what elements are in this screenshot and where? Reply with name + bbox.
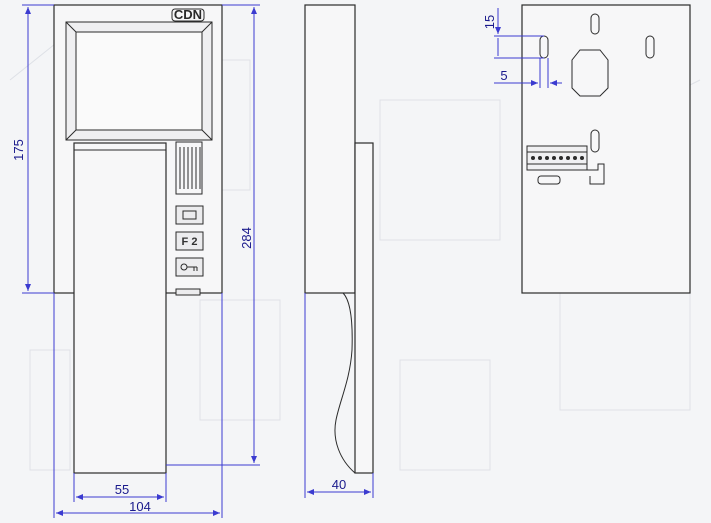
side-view <box>304 4 374 474</box>
latch <box>175 288 201 296</box>
key-icon <box>180 263 198 271</box>
side-housing <box>304 4 356 294</box>
mount-slot-right <box>645 35 655 59</box>
cable-opening <box>571 49 609 97</box>
button-door-open[interactable] <box>175 257 204 277</box>
handset <box>73 142 167 474</box>
rear-view <box>521 4 691 294</box>
screen <box>75 31 203 131</box>
logo-text: CDN <box>174 7 202 22</box>
dim-284-label: 284 <box>239 227 254 249</box>
square-icon <box>182 210 197 220</box>
brand-logo: CDN <box>171 7 205 22</box>
dim-104-label: 104 <box>129 499 151 514</box>
dim-40-label: 40 <box>332 477 346 492</box>
mount-slot-center <box>590 129 600 153</box>
dim-15-label: 15 <box>482 15 497 29</box>
terminal-block <box>526 145 605 185</box>
side-handset <box>354 142 374 474</box>
dim-5 <box>494 58 562 88</box>
dim-5-label: 5 <box>500 68 507 83</box>
dim-175-label: 175 <box>11 139 26 161</box>
handset-profile-curve <box>334 292 356 474</box>
mount-slot-top <box>590 13 600 35</box>
dim-104 <box>53 293 223 518</box>
dim-15 <box>494 8 544 59</box>
button-f2-label: F 2 <box>182 236 198 248</box>
speaker-grille <box>175 141 203 195</box>
dim-55-label: 55 <box>115 482 129 497</box>
button-f2[interactable]: F 2 <box>175 231 204 251</box>
dim-55 <box>73 473 167 502</box>
dim-40 <box>304 293 374 498</box>
dim-284 <box>166 4 260 466</box>
front-view: CDN F 2 <box>53 4 223 474</box>
button-monitor[interactable] <box>175 205 204 225</box>
dim-175 <box>22 4 54 294</box>
